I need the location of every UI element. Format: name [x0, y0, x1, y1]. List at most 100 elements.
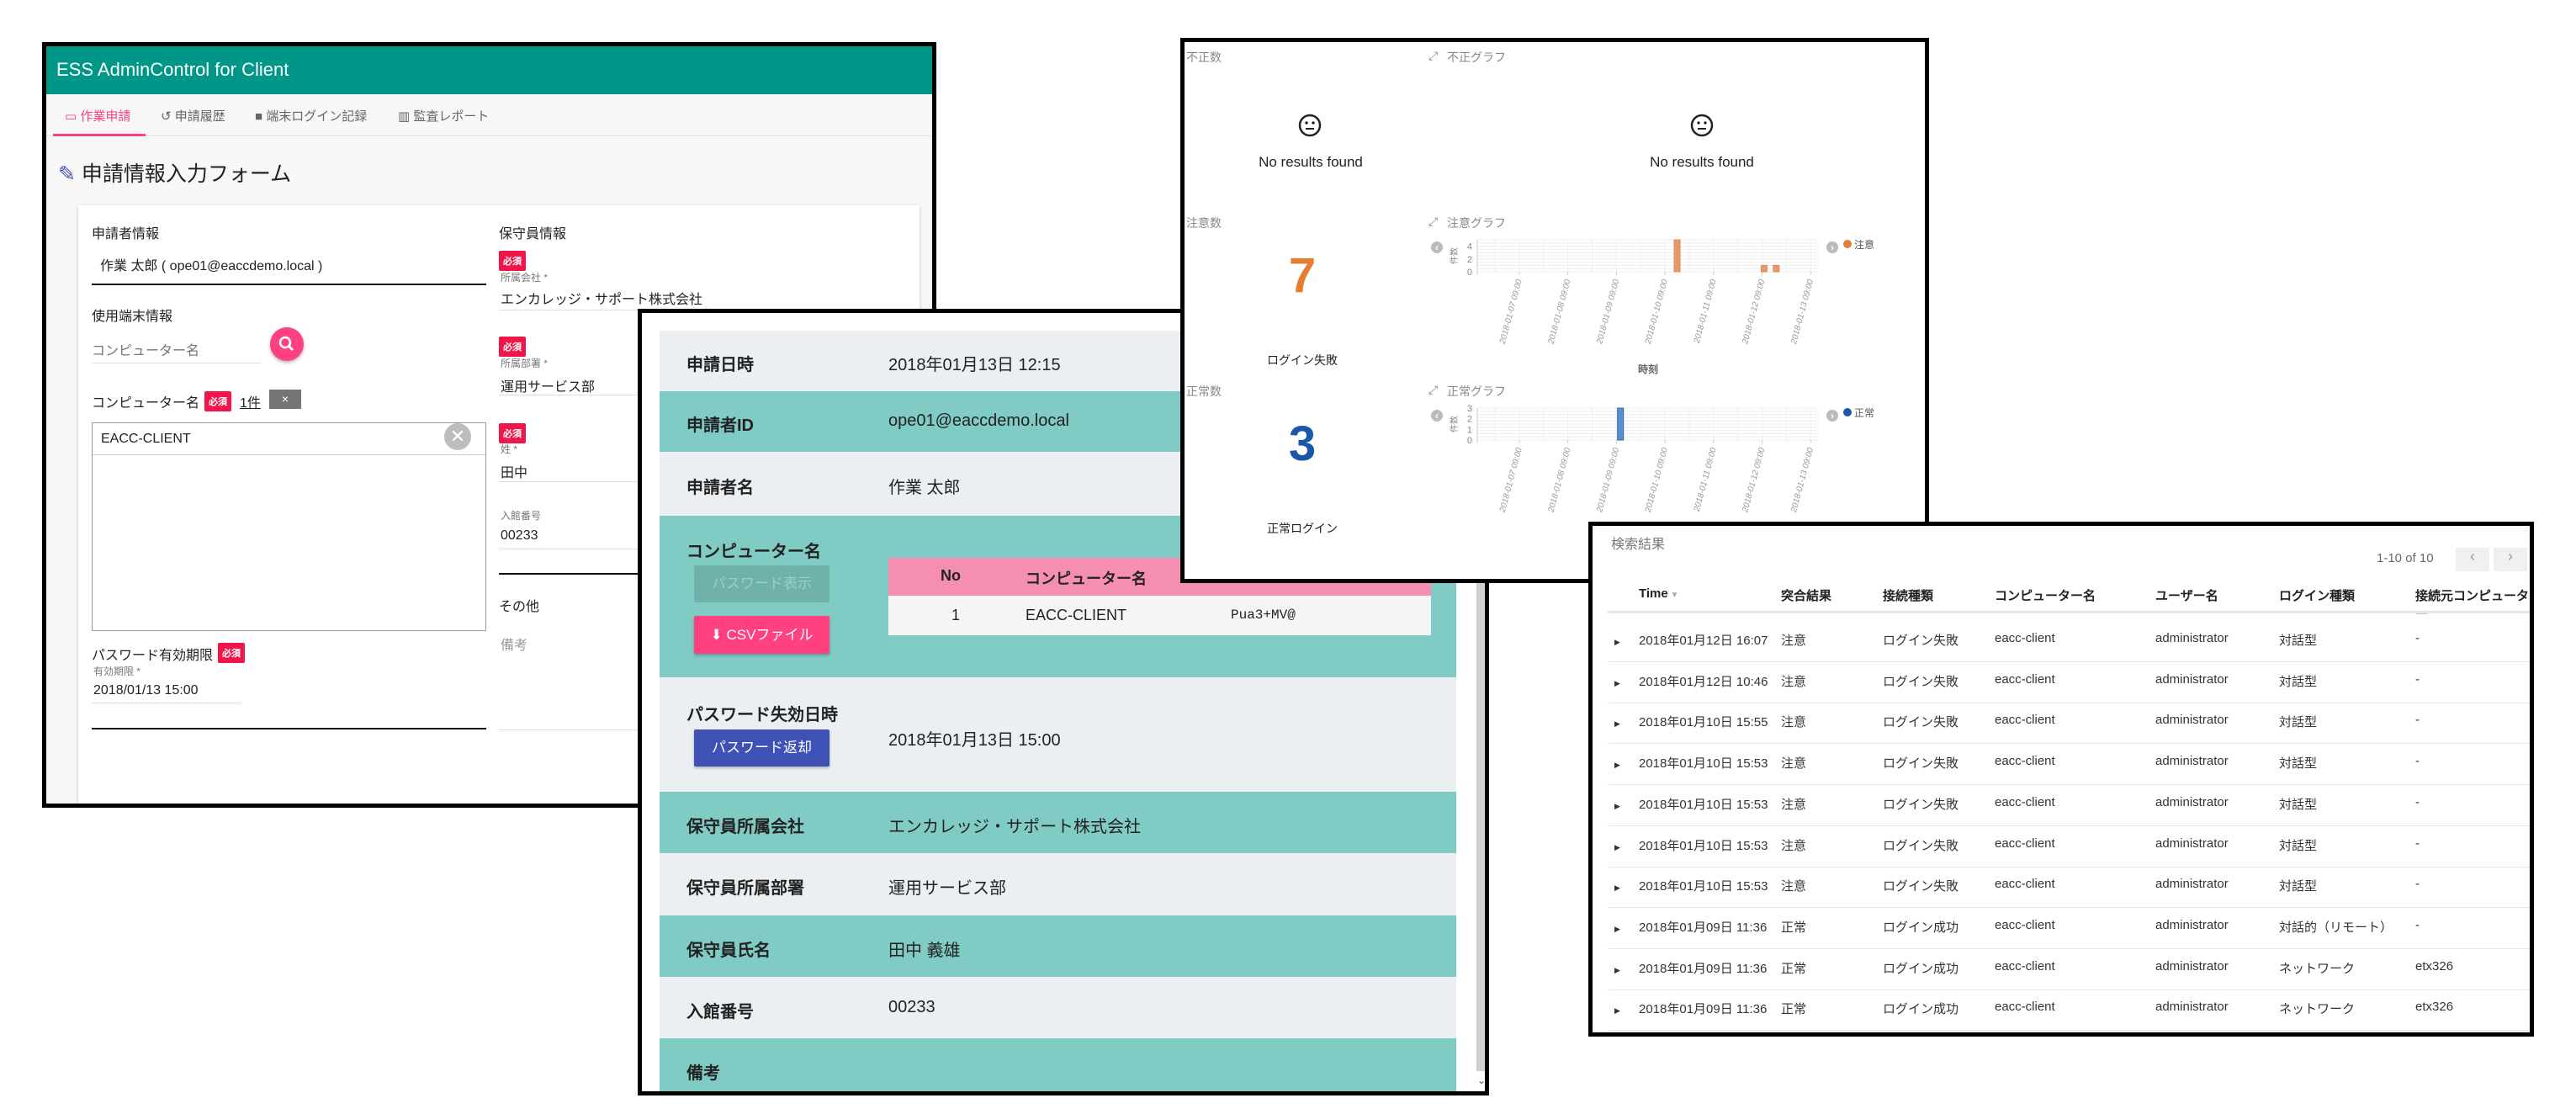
divider	[92, 284, 486, 285]
chevron-right-icon: ›	[2508, 548, 2513, 565]
y-tick-label: 0	[1467, 268, 1472, 278]
bar[interactable]	[1760, 264, 1768, 273]
entry-number-input[interactable]: 00233	[501, 528, 538, 543]
table-cell: -	[2415, 917, 2420, 932]
table-cell: 2018年01月10日 15:53	[1639, 797, 1768, 812]
results-title: 検索結果	[1611, 538, 1666, 552]
expand-row-icon[interactable]: ▶	[1614, 965, 1620, 974]
table-cell: eacc-client	[1995, 958, 2055, 973]
tab-login-records[interactable]: ■ 端末ログイン記録	[255, 109, 368, 124]
detail-value: 田中 義雄	[888, 941, 961, 960]
computer-count-link[interactable]: 1件	[240, 396, 261, 411]
clear-computers-button[interactable]: ×	[269, 390, 301, 409]
table-cell: 2018年01月12日 16:07	[1639, 634, 1768, 648]
chevron-left-button[interactable]	[1431, 410, 1443, 422]
show-password-button[interactable]: パスワード表示	[694, 565, 830, 602]
fraud-no-results: No results found	[1259, 154, 1363, 170]
expand-row-icon[interactable]: ▶	[1614, 883, 1620, 893]
row-divider	[1608, 743, 2530, 745]
expand-icon[interactable]: ⤢	[1428, 383, 1439, 396]
remove-computer-button[interactable]: ✕	[444, 423, 471, 450]
table-cell: administrator	[2155, 958, 2229, 973]
detail-value: 運用サービス部	[888, 879, 1006, 898]
expand-icon[interactable]: ⤢	[1428, 215, 1439, 228]
table-cell: administrator	[2155, 671, 2229, 687]
detail-label: 保守員所属部署	[686, 879, 804, 898]
tab-request-history[interactable]: ↺ 申請履歴	[161, 109, 225, 124]
column-header[interactable]: 突合結果	[1781, 589, 1832, 603]
table-cell: -	[2415, 877, 2420, 892]
surname-input[interactable]: 田中	[501, 466, 528, 480]
expand-row-icon[interactable]: ▶	[1614, 678, 1620, 687]
caution-graph-label: 注意グラフ	[1447, 216, 1506, 230]
chevron-right-button[interactable]	[1826, 410, 1838, 422]
column-header[interactable]: 接続元コンピューター	[2415, 589, 2530, 621]
search-button[interactable]	[270, 327, 304, 361]
computer-list-item: EACC-CLIENT	[93, 423, 485, 455]
expand-row-icon[interactable]: ▶	[1614, 924, 1620, 933]
expand-row-icon[interactable]: ▶	[1614, 1006, 1620, 1016]
row-divider	[1608, 989, 2530, 990]
chevron-left-button[interactable]	[1431, 241, 1443, 253]
app-header: ESS AdminControl for Client	[46, 46, 932, 94]
detail-value: ope01@eaccdemo.local	[888, 411, 1069, 430]
next-page-button[interactable]: ›	[2494, 548, 2527, 571]
table-cell: ログイン失敗	[1883, 879, 1959, 894]
expand-row-icon[interactable]: ▶	[1614, 842, 1620, 851]
expand-row-icon[interactable]: ▶	[1614, 638, 1620, 646]
caution-count-label: 注意数	[1186, 216, 1222, 230]
x-tick-label: 2018-01-13 09:00	[1789, 447, 1815, 515]
row-divider	[1608, 825, 2530, 826]
legend-label[interactable]: 正常	[1854, 407, 1874, 419]
column-header[interactable]: ユーザー名	[2155, 589, 2218, 603]
tab-audit-report[interactable]: ▥ 監査レポート	[398, 109, 490, 124]
required-badge: 必須	[499, 251, 526, 271]
x-tick-label: 2018-01-07 09:00	[1498, 278, 1524, 347]
column-header[interactable]: Time ▼	[1639, 586, 1679, 601]
y-tick-label: 2	[1467, 255, 1472, 265]
previous-page-button[interactable]: ‹	[2456, 548, 2489, 571]
table-cell: 対話型	[2279, 715, 2318, 730]
bar[interactable]	[1773, 264, 1780, 273]
table-cell: eacc-client	[1995, 836, 2055, 851]
bar[interactable]	[1617, 407, 1625, 441]
bar[interactable]	[1673, 239, 1681, 273]
remarks-input[interactable]: 備考	[501, 639, 528, 653]
scroll-down-icon[interactable]: ⌄	[1477, 1074, 1487, 1086]
tab-work-request[interactable]: ▭ 作業申請	[53, 94, 146, 136]
table-cell: -	[2415, 631, 2420, 645]
expand-row-icon[interactable]: ▶	[1614, 761, 1620, 770]
chevron-right-button[interactable]	[1826, 241, 1838, 253]
y-tick-label: 0	[1467, 436, 1472, 446]
expand-row-icon[interactable]: ▶	[1614, 801, 1620, 810]
chevron-right-icon: ›	[1831, 410, 1834, 422]
return-password-button[interactable]: パスワード返却	[694, 729, 830, 767]
column-header[interactable]: コンピューター名	[1995, 589, 2096, 603]
table-cell: ログイン失敗	[1883, 674, 1959, 689]
computer-search-input[interactable]	[92, 340, 262, 363]
expand-row-icon[interactable]: ▶	[1614, 719, 1620, 729]
detail-value: エンカレッジ・サポート株式会社	[888, 817, 1141, 836]
scrollbar[interactable]	[1476, 331, 1485, 1071]
chevron-left-icon: ‹	[1435, 241, 1439, 253]
csv-download-button[interactable]: ⬇ CSVファイル	[694, 616, 830, 654]
column-header[interactable]: ログイン種類	[2279, 589, 2356, 603]
company-input[interactable]: エンカレッジ・サポート株式会社	[501, 293, 703, 307]
department-input[interactable]: 運用サービス部	[501, 380, 596, 395]
header-divider	[1608, 611, 2530, 613]
column-header[interactable]: 接続種類	[1883, 589, 1934, 603]
expiry-input[interactable]: 2018/01/13 15:00	[93, 683, 199, 698]
legend-label[interactable]: 注意	[1854, 238, 1874, 251]
table-cell: administrator	[2155, 917, 2229, 932]
expand-icon[interactable]: ⤢	[1428, 49, 1439, 62]
